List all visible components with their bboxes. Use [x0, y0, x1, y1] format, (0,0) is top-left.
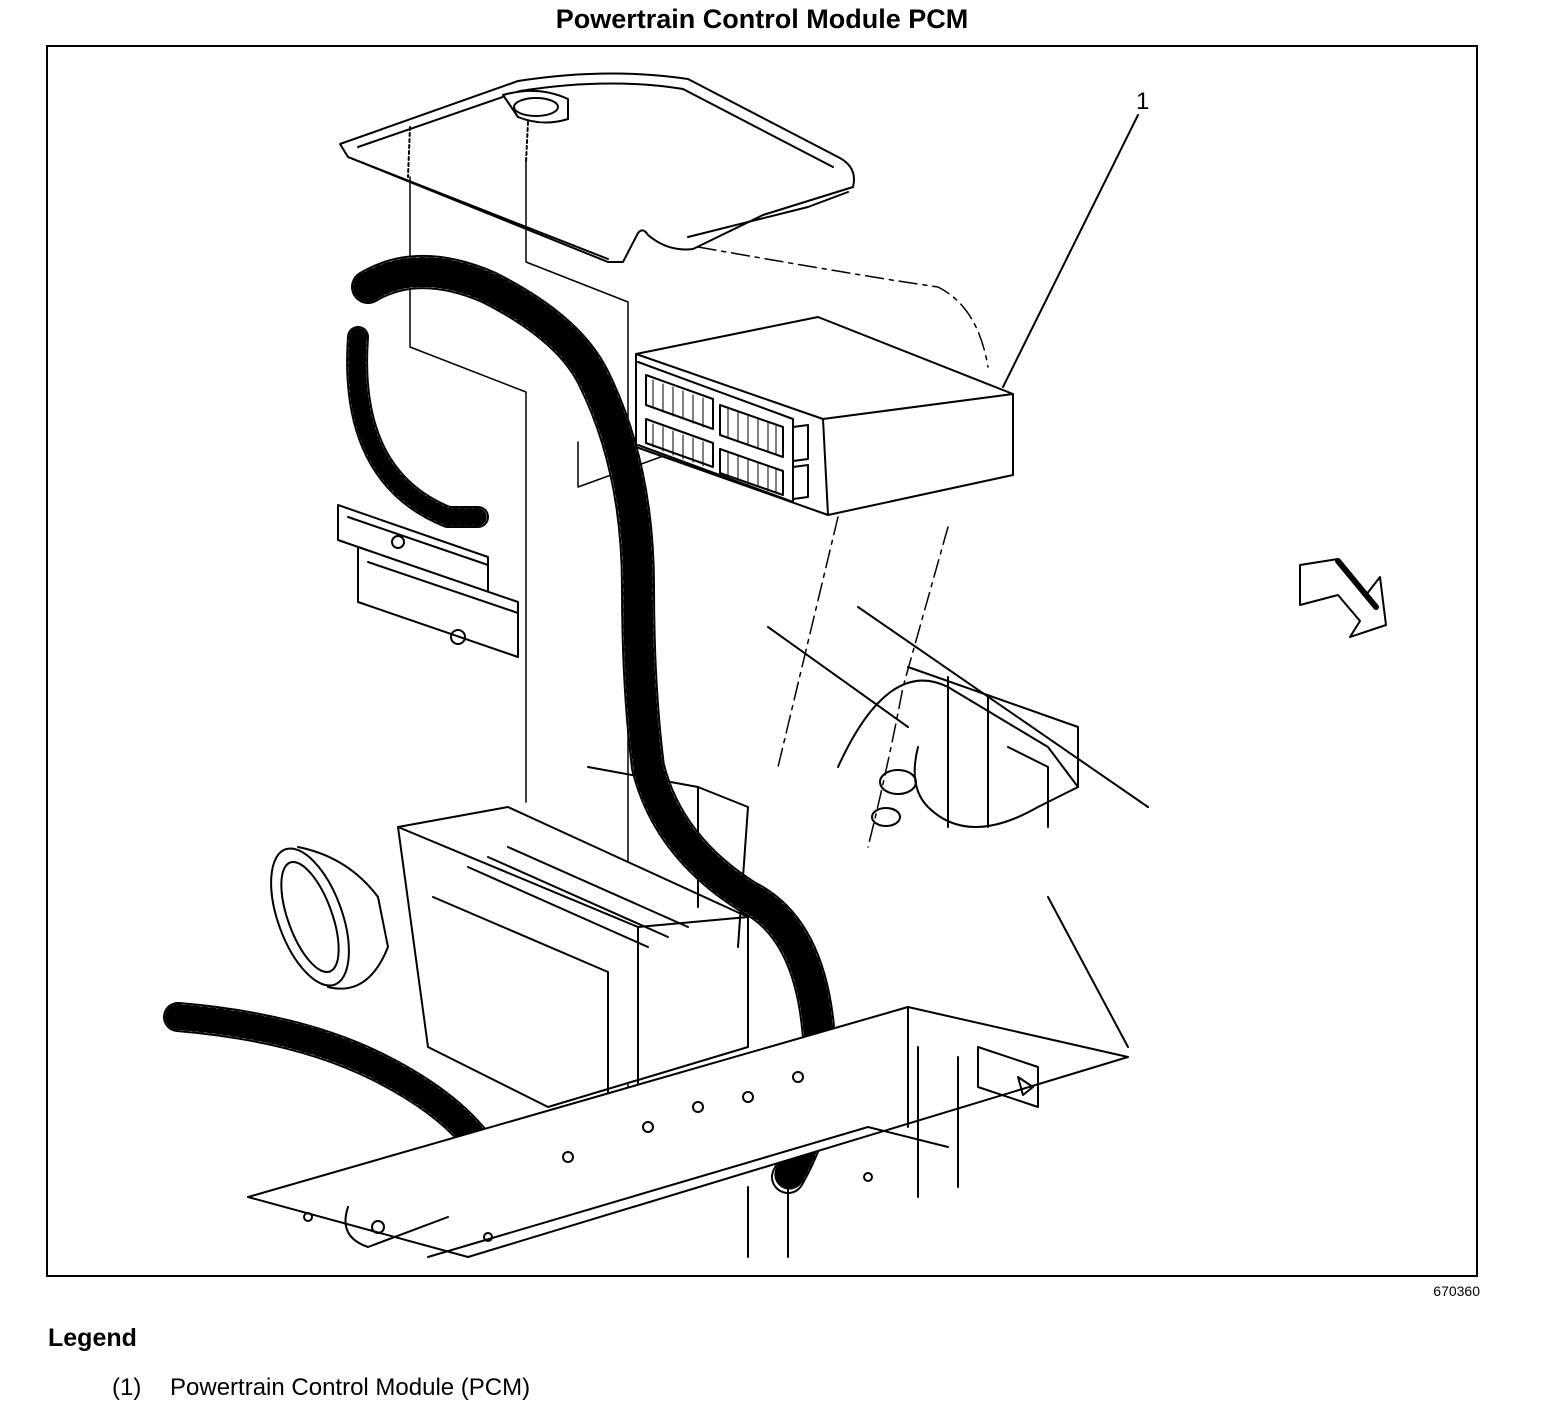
legend-item-number: (1)	[112, 1374, 142, 1401]
harness-connectors	[337, 504, 519, 658]
vehicle-frame	[247, 606, 1149, 1258]
page-title: Powertrain Control Module PCM	[555, 4, 969, 34]
pcm-illustration: 1	[163, 72, 1387, 1258]
forward-arrow-icon	[1299, 558, 1387, 638]
pcm-module	[635, 316, 1014, 516]
legend-item: (1) Powertrain Control Module (PCM)	[112, 1374, 530, 1402]
figure-id: 670360	[1433, 1283, 1480, 1299]
legend-item-label: Powertrain Control Module (PCM)	[170, 1374, 531, 1401]
pcm-cover	[339, 72, 855, 263]
air-cleaner-box	[397, 766, 749, 1108]
diagram-frame: 1	[46, 45, 1478, 1277]
intake-tube	[270, 846, 389, 990]
callout-leader	[1002, 114, 1139, 388]
wiring-harness	[163, 255, 837, 1194]
callout-number: 1	[1136, 88, 1149, 115]
legend-heading: Legend	[48, 1324, 137, 1352]
